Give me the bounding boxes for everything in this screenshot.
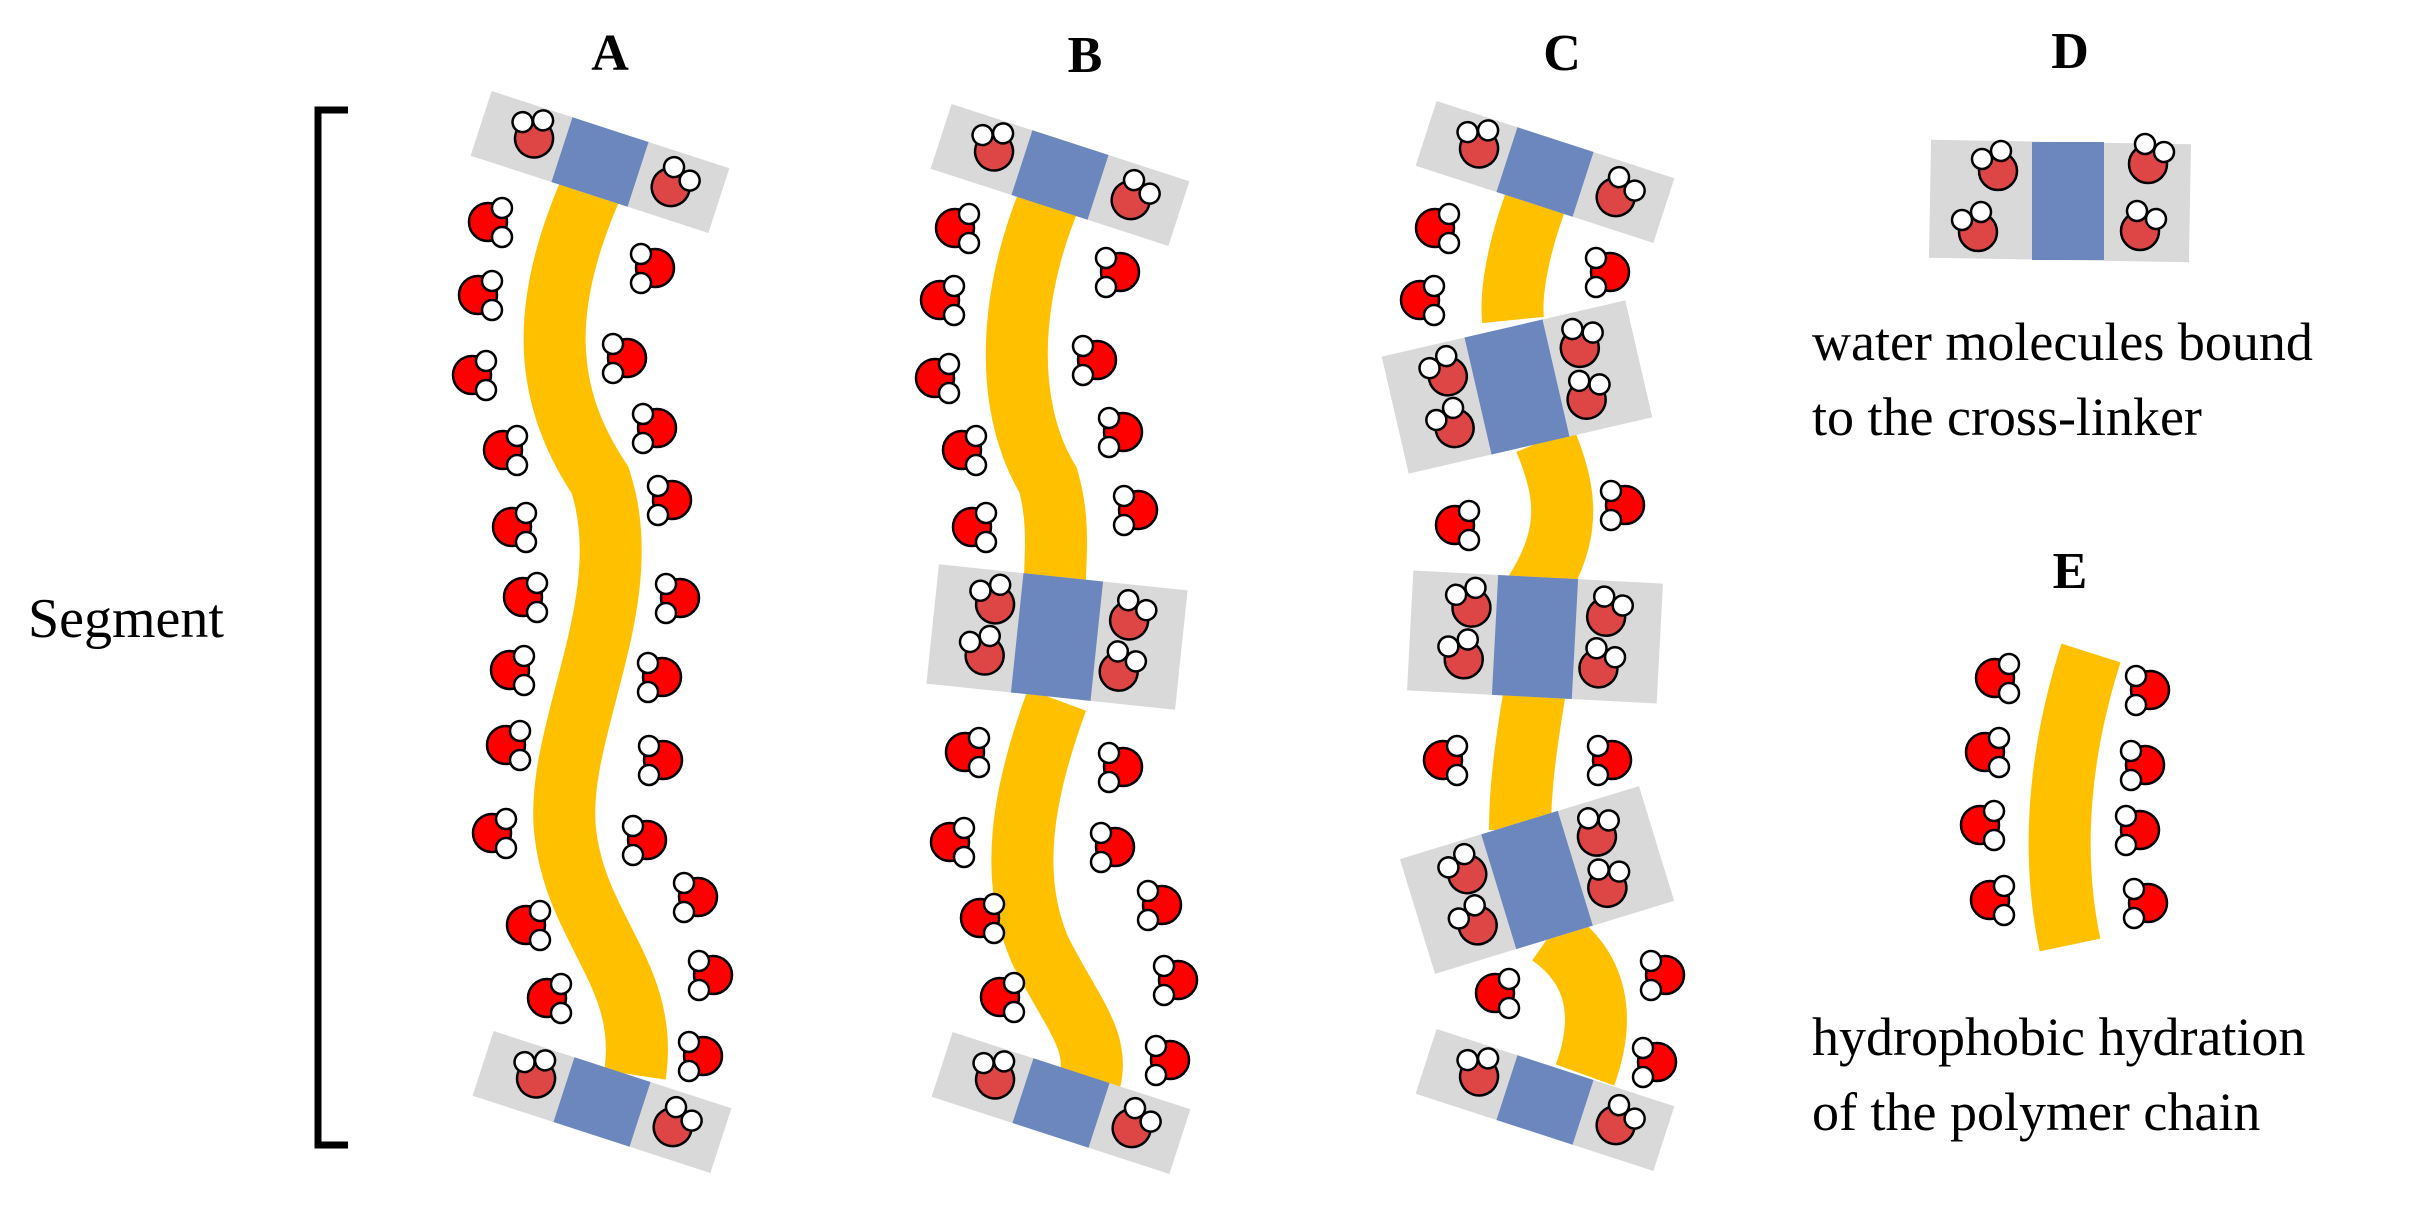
panel-letter-b: B (1068, 27, 1103, 84)
polymer-chain (1512, 190, 1540, 320)
segment-label: Segment (28, 588, 224, 650)
cross-linker-caption-line2: to the cross-linker (1812, 387, 2202, 447)
polymer-chain (1022, 700, 1092, 1080)
cross-linker (926, 564, 1187, 709)
panel-a (453, 91, 732, 1173)
segment-bracket (318, 110, 348, 1145)
polymer-chain (555, 175, 637, 1075)
polymer-chain (1550, 935, 1596, 1075)
hydration-caption-line1: hydrophobic hydration (1812, 1007, 2305, 1067)
panel-letter-c: C (1543, 25, 1581, 82)
legend-hydrophobic-hydration (1961, 653, 2169, 945)
polymer-chain (1530, 440, 1562, 600)
cross-linker (1382, 300, 1653, 473)
panel-letter-a: A (591, 25, 629, 82)
panel-letter-d: D (2051, 23, 2089, 80)
hydration-caption-line2: of the polymer chain (1812, 1082, 2260, 1142)
polymer-chain (2060, 653, 2091, 945)
polymer-chain (1017, 175, 1060, 580)
polymer-chain (1520, 690, 1535, 830)
cross-linker (1407, 571, 1663, 704)
legend-cross-linker (1929, 134, 2191, 262)
cross-linker-caption-line1: water molecules bound (1812, 312, 2313, 372)
panel-c (1382, 101, 1684, 1171)
panel-b (916, 104, 1197, 1174)
panel-letter-e: E (2053, 543, 2088, 600)
